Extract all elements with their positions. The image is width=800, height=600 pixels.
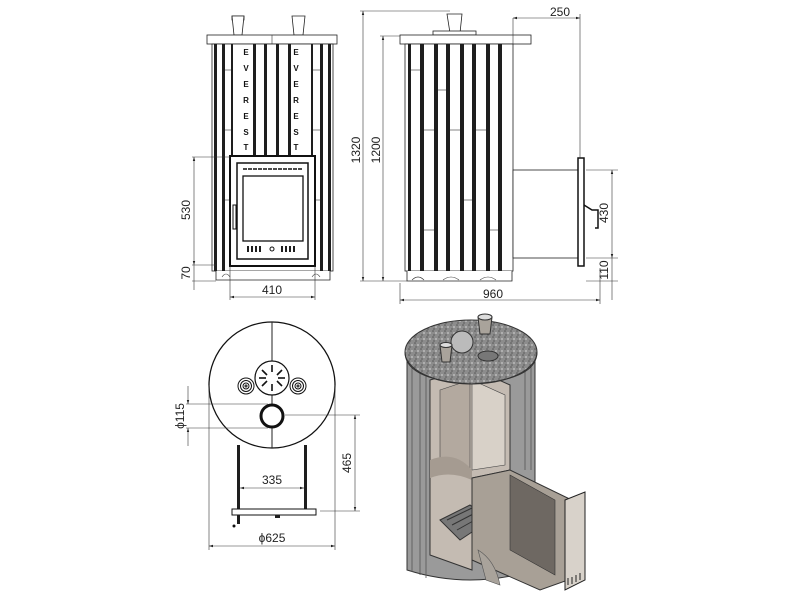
svg-text:E: E	[293, 112, 299, 121]
everest-lettering-right: E V E R E S T	[293, 48, 299, 152]
flue-ring	[259, 403, 285, 429]
door-handle-side	[583, 204, 599, 229]
firebox-tunnel	[512, 169, 580, 259]
dim-70: 70	[179, 266, 193, 280]
svg-text:V: V	[243, 64, 249, 73]
side-dimensions: 1320 1200 250 430 110 960	[349, 5, 618, 304]
dim-465: 465	[340, 453, 354, 473]
front-feet	[215, 271, 331, 281]
svg-text:R: R	[243, 96, 249, 105]
rosette-3d	[450, 330, 474, 354]
front-dimensions: 530 70 410	[179, 156, 316, 300]
dim-625: ϕ625	[259, 531, 286, 545]
svg-text:S: S	[293, 128, 299, 137]
dim-530: 530	[179, 200, 193, 220]
front-view: E V E R E S T E V E R E S T	[206, 15, 338, 281]
svg-text:R: R	[293, 96, 299, 105]
chimney-cup-right	[291, 15, 306, 36]
chimney-cup	[446, 13, 463, 34]
side-tile-bars	[408, 44, 502, 271]
svg-text:V: V	[293, 64, 299, 73]
rosette	[254, 360, 290, 396]
svg-text:E: E	[293, 48, 299, 57]
dim-430: 430	[597, 203, 611, 223]
air-vents	[247, 246, 295, 252]
svg-text:S: S	[243, 128, 249, 137]
svg-text:T: T	[244, 143, 249, 152]
chimney-cup-left-body	[231, 15, 245, 36]
dim-1320: 1320	[349, 136, 363, 163]
svg-text:E: E	[293, 80, 299, 89]
dim-335: 335	[262, 473, 282, 487]
dim-410: 410	[262, 283, 282, 297]
cutaway-render	[404, 313, 586, 591]
fire-door	[229, 155, 316, 267]
svg-text:E: E	[243, 80, 249, 89]
granite-top	[404, 319, 538, 385]
top-dimensions: ϕ115 465 335 ϕ625	[173, 385, 360, 550]
everest-lettering-left: E V E R E S T	[243, 48, 249, 152]
door-frame-3d	[564, 491, 586, 591]
door-handle	[232, 204, 237, 230]
flue-opening-3d	[477, 350, 499, 362]
svg-text:E: E	[243, 112, 249, 121]
top-slab	[399, 34, 532, 45]
dim-1200: 1200	[369, 136, 383, 163]
dim-960: 960	[483, 287, 503, 301]
burner-left-icon	[237, 377, 255, 395]
svg-text:T: T	[294, 143, 299, 152]
dim-flue-115: ϕ115	[173, 403, 187, 429]
door-plate	[577, 157, 585, 267]
dim-110: 110	[597, 260, 611, 279]
side-view	[399, 13, 599, 282]
dim-250: 250	[550, 5, 570, 19]
front-tile-bars	[214, 44, 331, 271]
top-view	[208, 321, 336, 528]
burner-right-icon	[289, 377, 307, 395]
svg-text:E: E	[243, 48, 249, 57]
base-bar	[231, 508, 317, 516]
